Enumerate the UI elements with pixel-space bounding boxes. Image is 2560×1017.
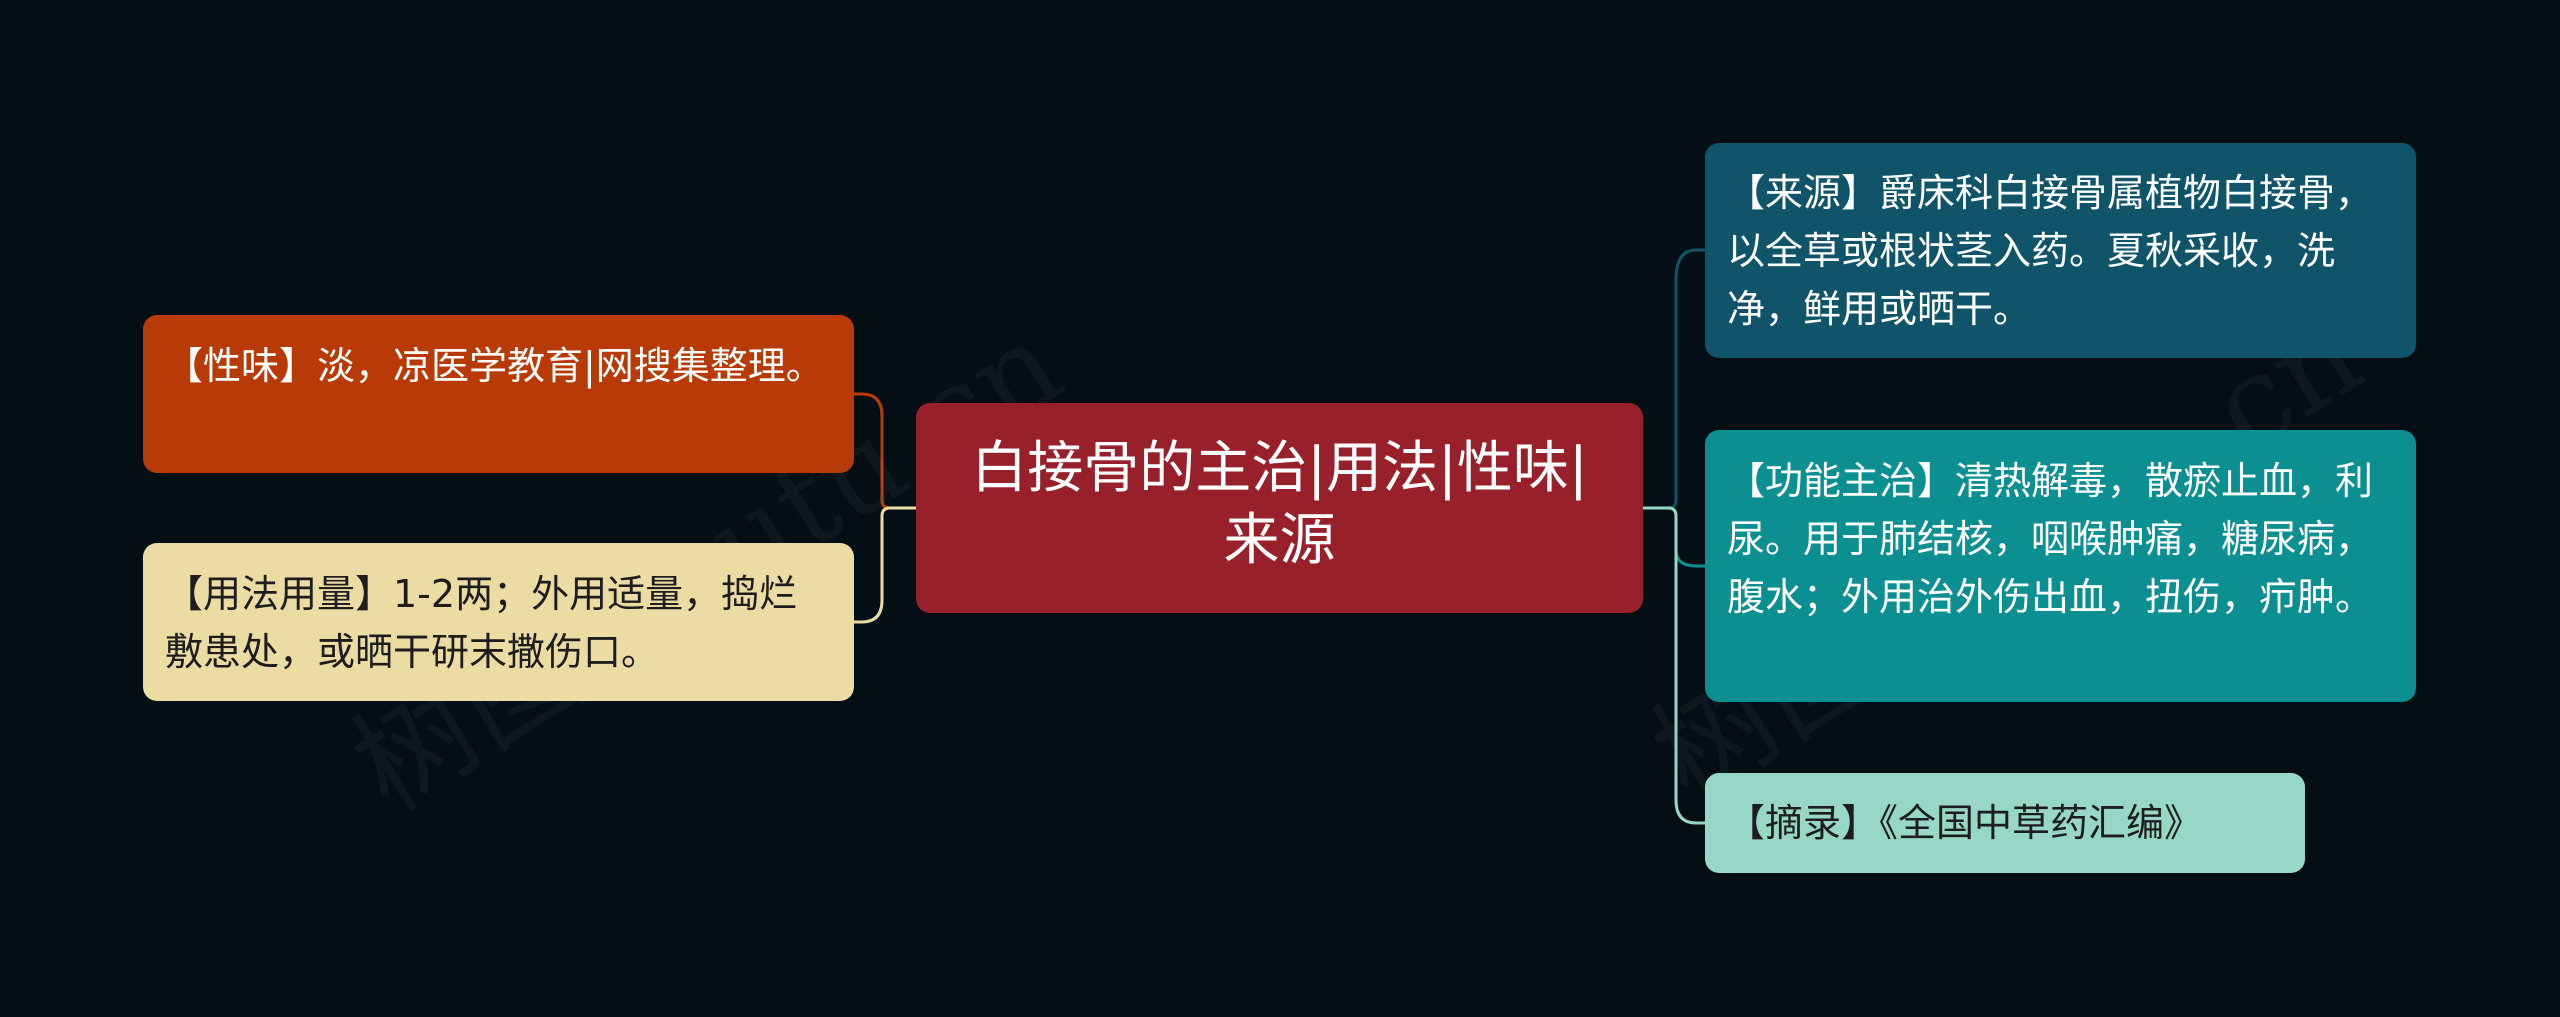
topic-usage-text: 【用法用量】1-2两；外用适量，捣烂敷患处，或晒干研末撒伤口。 <box>165 572 798 674</box>
topic-excerpt-text: 【摘录】《全国中草药汇编》 <box>1727 801 2203 845</box>
topic-function-text: 【功能主治】清热解毒，散瘀止血，利尿。用于肺结核，咽喉肿痛，糖尿病，腹水；外用治… <box>1727 459 2374 619</box>
topic-node-usage[interactable]: 【用法用量】1-2两；外用适量，捣烂敷患处，或晒干研末撒伤口。 <box>143 543 854 701</box>
topic-node-excerpt[interactable]: 【摘录】《全国中草药汇编》 <box>1705 773 2305 873</box>
connector-center-to-left <box>854 392 916 510</box>
center-topic-node[interactable]: 白接骨的主治|用法|性味|来源 <box>916 403 1643 613</box>
topic-node-taste[interactable]: 【性味】淡，凉医学教育|网搜集整理。 <box>143 315 854 473</box>
center-topic-text: 白接骨的主治|用法|性味|来源 <box>971 436 1588 573</box>
connector-center-to-source <box>1643 248 1705 510</box>
topic-source-text: 【来源】爵床科白接骨属植物白接骨，以全草或根状茎入药。夏秋采收，洗净，鲜用或晒干… <box>1727 171 2374 331</box>
connector-center-to-function <box>1643 506 1705 568</box>
connector-center-to-left-lower <box>854 506 916 624</box>
connector-center-to-excerpt <box>1643 506 1705 825</box>
topic-node-function[interactable]: 【功能主治】清热解毒，散瘀止血，利尿。用于肺结核，咽喉肿痛，糖尿病，腹水；外用治… <box>1705 430 2416 702</box>
topic-taste-text: 【性味】淡，凉医学教育|网搜集整理。 <box>165 344 824 388</box>
topic-node-source[interactable]: 【来源】爵床科白接骨属植物白接骨，以全草或根状茎入药。夏秋采收，洗净，鲜用或晒干… <box>1705 143 2416 358</box>
